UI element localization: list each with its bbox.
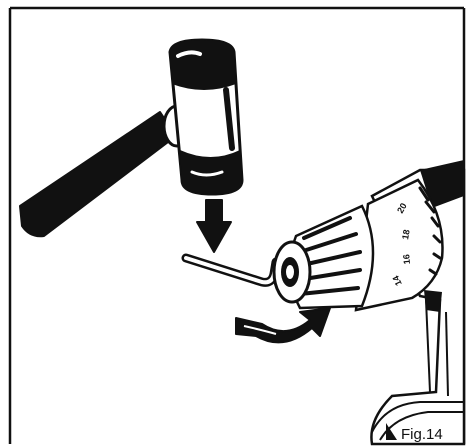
mallet-handle	[20, 112, 176, 236]
down-arrow-icon	[197, 200, 231, 252]
figure-caption-text: Fig.14	[401, 426, 443, 443]
clutch-scale-mark: 16	[401, 254, 412, 265]
drill-trigger	[424, 290, 442, 312]
rotation-arrow-icon	[236, 308, 330, 342]
clutch-scale-mark: 18	[400, 229, 412, 241]
hex-key-icon	[186, 258, 276, 282]
drill-icon: 20 18 16 14	[274, 160, 464, 444]
mallet-head-top-band	[170, 40, 236, 90]
